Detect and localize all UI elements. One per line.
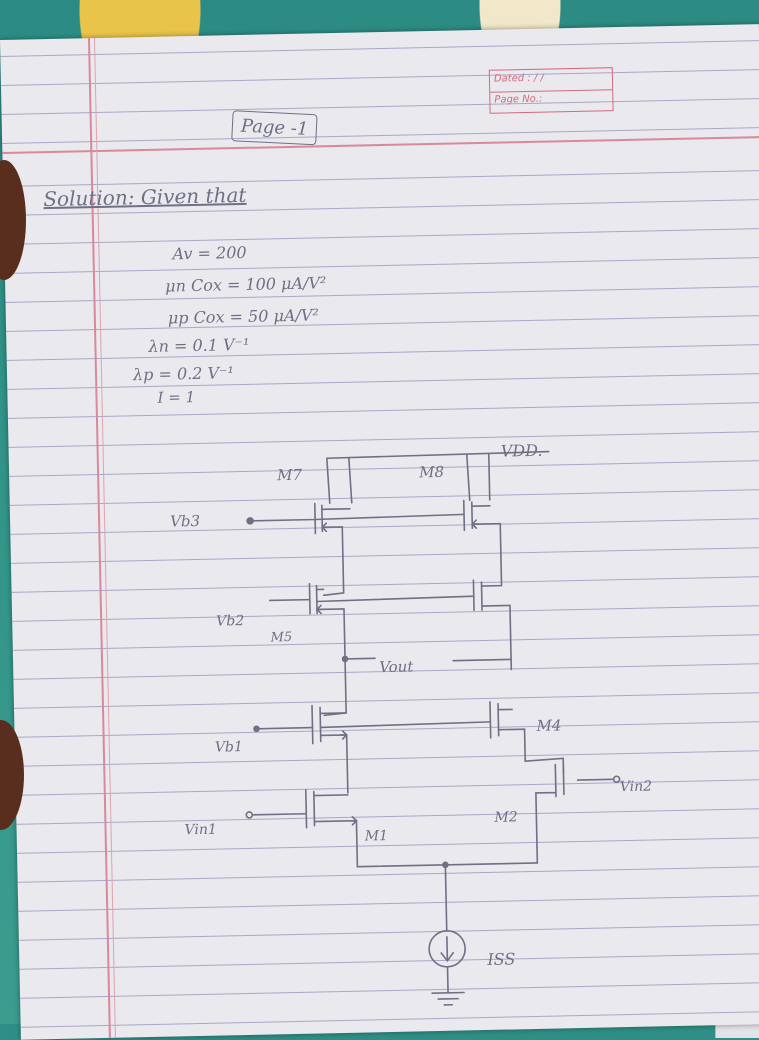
vout-wire bbox=[344, 657, 512, 662]
vb1-line bbox=[255, 721, 492, 730]
tail-wire bbox=[356, 862, 539, 932]
vb2-line bbox=[268, 595, 475, 603]
m6-transistor bbox=[472, 579, 513, 671]
vin2-line bbox=[576, 778, 615, 781]
notebook-page: Dated : / / Page No.: Page -1 Solution: … bbox=[0, 24, 759, 1040]
circuit-diagram bbox=[245, 450, 621, 1006]
m8-transistor bbox=[462, 499, 503, 586]
m5-transistor bbox=[308, 582, 347, 676]
ground-symbol bbox=[431, 966, 465, 1006]
m4-transistor bbox=[489, 701, 527, 762]
vb3-line bbox=[249, 513, 465, 522]
vin1-line bbox=[251, 812, 308, 816]
m1-transistor bbox=[304, 788, 359, 868]
m3-transistor bbox=[311, 704, 349, 794]
m7-transistor bbox=[313, 502, 351, 556]
m2-transistor bbox=[535, 763, 565, 864]
vdd-rail bbox=[326, 450, 550, 460]
